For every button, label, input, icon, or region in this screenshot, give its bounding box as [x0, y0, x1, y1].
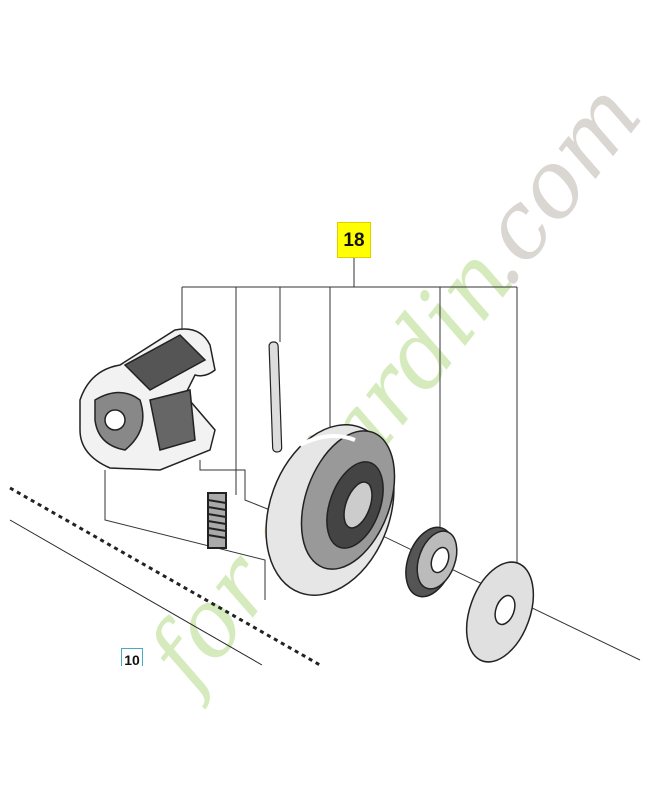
part-callout-10[interactable]: 10 — [121, 648, 143, 668]
gear-part — [405, 526, 458, 598]
pin-part — [268, 341, 283, 453]
washer-part — [465, 561, 535, 663]
leader-lines — [104, 258, 641, 661]
shaft-dashed-line — [9, 486, 321, 667]
shaft-line — [9, 519, 263, 666]
spring-part — [207, 492, 227, 549]
starter-pulley-part — [265, 424, 396, 596]
part-callout-18[interactable]: 18 — [337, 222, 371, 258]
starter-handle-part — [79, 328, 216, 471]
watermark: for et jardin .com — [123, 63, 652, 712]
